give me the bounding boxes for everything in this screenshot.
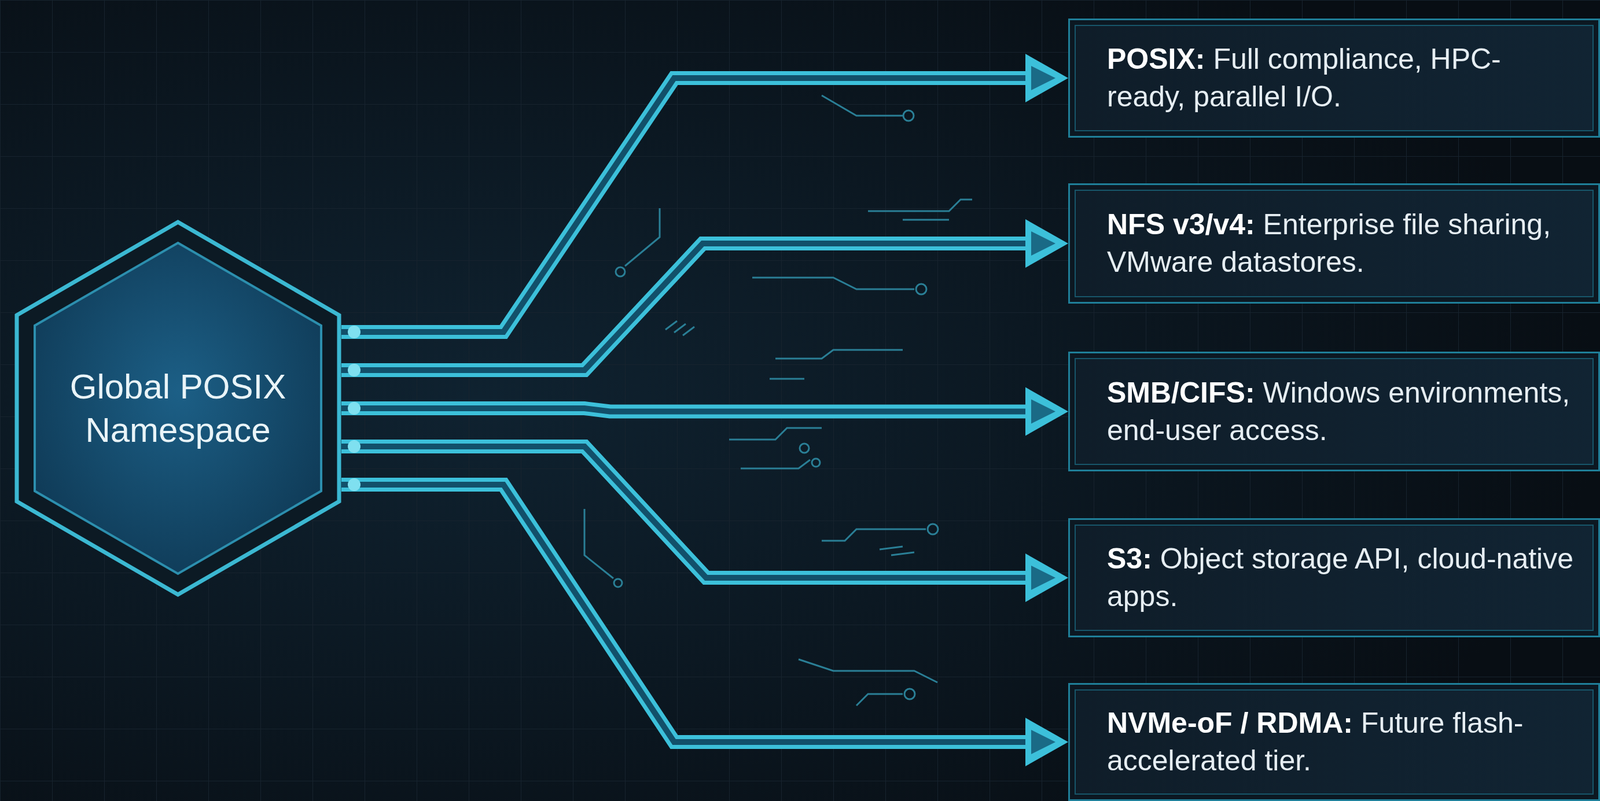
protocol-box: POSIX: Full compliance, HPC-ready, paral…	[1068, 18, 1600, 138]
protocol-box: S3: Object storage API, cloud-native app…	[1068, 518, 1600, 638]
protocol-name: S3:	[1106, 542, 1153, 576]
protocol-name: NFS v3/v4:	[1106, 208, 1256, 241]
flow-arrow	[341, 478, 1069, 767]
hexagon-label: Global POSIX Namespace	[56, 365, 300, 452]
box-text: NFS v3/v4: Enterprise file sharing, VMwa…	[1106, 206, 1576, 282]
protocol-box: NFS v3/v4: Enterprise file sharing, VMwa…	[1068, 183, 1600, 304]
protocol-name: SMB/CIFS:	[1106, 376, 1256, 410]
protocol-name: POSIX:	[1106, 42, 1205, 76]
flow-arrow	[341, 440, 1069, 603]
hexagon-outline	[14, 219, 342, 598]
protocol-name: NVMe-oF / RDMA:	[1106, 707, 1353, 740]
flow-arrow	[341, 53, 1069, 339]
protocol-box: SMB/CIFS: Windows environments, end-user…	[1068, 351, 1600, 472]
box-text: NVMe-oF / RDMA: Future flash-accelerated…	[1106, 704, 1576, 781]
circuit-traces	[584, 95, 973, 706]
box-text: S3: Object storage API, cloud-native app…	[1106, 540, 1576, 616]
protocol-description: Object storage API, cloud-native apps.	[1106, 542, 1574, 613]
namespace-hexagon: Global POSIX Namespace	[14, 219, 342, 598]
box-text: POSIX: Full compliance, HPC-ready, paral…	[1106, 40, 1576, 116]
protocol-box: NVMe-oF / RDMA: Future flash-accelerated…	[1068, 683, 1600, 801]
flow-arrow	[341, 387, 1069, 437]
flow-arrow	[341, 219, 1069, 377]
box-text: SMB/CIFS: Windows environments, end-user…	[1106, 374, 1576, 450]
